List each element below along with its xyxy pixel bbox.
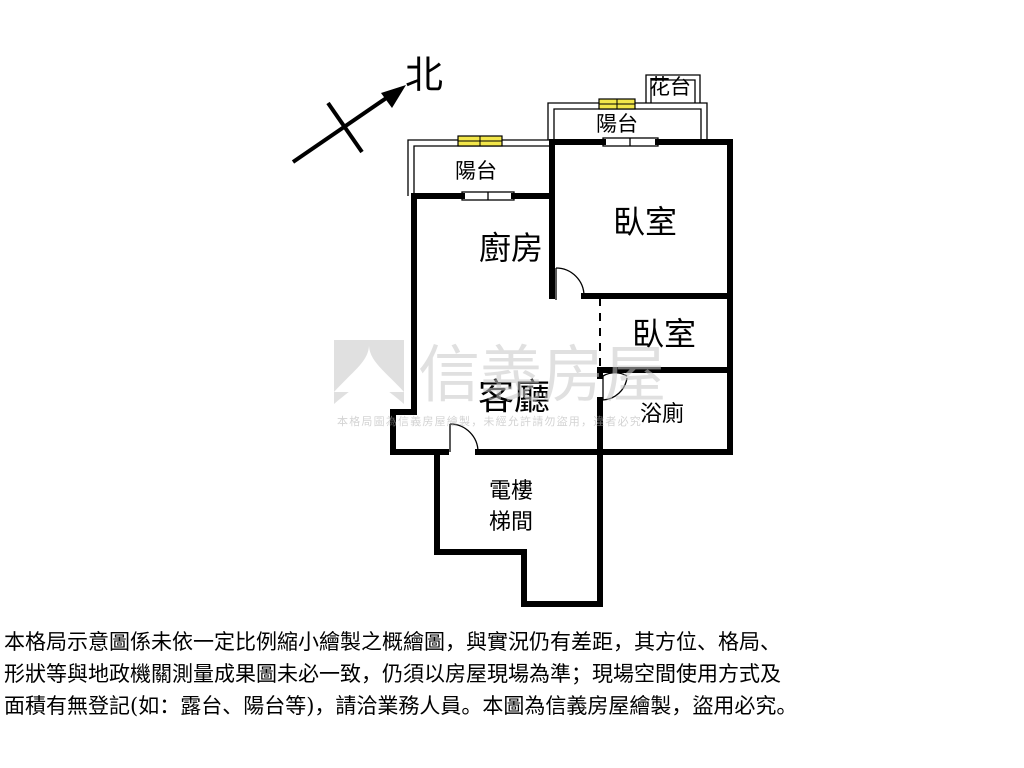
windows (457, 98, 636, 147)
watermark-brand: 信義房屋 (418, 338, 666, 411)
room-labels: 花台 陽台 陽台 臥室 廚房 臥室 客廳 浴廁 電樓 梯間 (455, 75, 696, 535)
watermark-logo-mark (334, 346, 404, 392)
label-stair-line1: 電樓 (489, 479, 533, 504)
walls (390, 139, 733, 607)
disclaimer: 本格局示意圖係未依一定比例縮小繪製之概繪圖，與實況仍有差距，其方位、格局、 形狀… (4, 626, 1020, 722)
label-bathroom: 浴廁 (640, 402, 684, 427)
label-living-room: 客廳 (478, 377, 550, 418)
disclaimer-line-3: 面積有無登記(如：露台、陽台等)，請洽業務人員。本圖為信義房屋繪製，盜用必究。 (4, 694, 798, 718)
label-stair-line2: 梯間 (489, 510, 533, 535)
compass-north-label: 北 (405, 53, 443, 97)
label-flower-bed: 花台 (649, 75, 691, 99)
floor-plan: 北 (291, 53, 733, 607)
watermark-notice: 本格局圖為信義房屋繪製，未經允許請勿盜用，違者必究 (337, 414, 642, 428)
compass-cross-line (326, 101, 364, 154)
label-balcony-right: 陽台 (596, 112, 638, 136)
watermark: 信義房屋 本格局圖為信義房屋繪製，未經允許請勿盜用，違者必究 (334, 338, 666, 428)
label-balcony-left: 陽台 (455, 159, 497, 183)
disclaimer-line-2: 形狀等與地政機關測量成果圖未必一致，仍須以房屋現場為準；現場空間使用方式及 (4, 662, 781, 686)
label-bedroom-small: 臥室 (632, 315, 696, 353)
compass-arrow-head (381, 85, 406, 108)
sliding-doors (461, 137, 659, 201)
swing-doors (449, 267, 628, 453)
label-kitchen: 廚房 (479, 229, 543, 267)
disclaimer-line-1: 本格局示意圖係未依一定比例縮小繪製之概繪圖，與實況仍有差距，其方位、格局、 (4, 630, 781, 654)
label-bedroom-main: 臥室 (613, 203, 677, 241)
compass: 北 (291, 53, 443, 164)
